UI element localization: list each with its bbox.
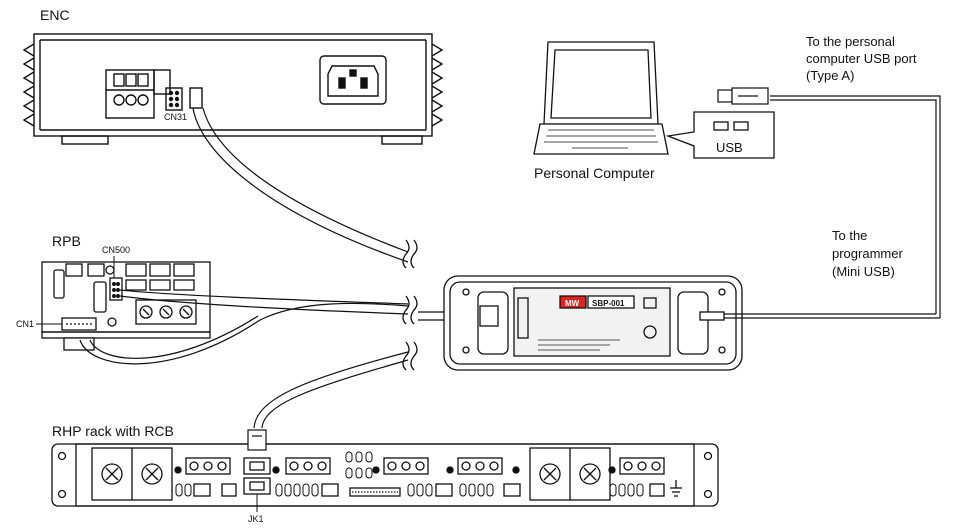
- rpb-cables: [79, 289, 409, 365]
- laptop: [533, 41, 669, 155]
- pc-usb-port-line1: To the personal: [806, 34, 895, 49]
- programmer-port-line1: To the: [832, 228, 867, 243]
- usb-cable: [724, 95, 941, 319]
- rack-dip-slots: [175, 451, 644, 497]
- sbp-brand-text: MW: [565, 299, 580, 308]
- programmer-port-annotation: To the programmer (Mini USB): [832, 228, 903, 279]
- rpb-label: RPB: [52, 233, 81, 249]
- rpb-board: [41, 261, 211, 351]
- personal-computer-label: Personal Computer: [534, 165, 655, 181]
- enc-fins-right: [431, 43, 444, 127]
- rhp-rack-label: RHP rack with RCB: [52, 423, 174, 439]
- jk1-ports: [243, 457, 271, 495]
- rack-small-terminals: [185, 457, 665, 475]
- pc-usb-port-annotation: To the personal computer USB port (Type …: [806, 34, 917, 83]
- pc-usb-port-line3: (Type A): [806, 68, 854, 83]
- ground-icon: [670, 480, 682, 497]
- cable-break-marks: [402, 239, 418, 371]
- jk1-label: JK1: [248, 514, 264, 524]
- cn31-plug: [189, 87, 203, 109]
- enc-terminal-block: [105, 69, 171, 119]
- cn500-label: CN500: [102, 245, 130, 255]
- cn31-connector: [165, 87, 183, 111]
- programmer-port-line2: programmer: [832, 246, 903, 261]
- pc-usb-port-line2: computer USB port: [806, 51, 917, 66]
- usb-callout-label: USB: [716, 140, 743, 155]
- sbp-fine-print: [538, 339, 620, 351]
- usb-port-callout: [665, 111, 775, 159]
- cn500-connector: [109, 277, 123, 301]
- jk1-plug: [247, 429, 267, 451]
- sbp-001-programmer: [443, 275, 743, 371]
- ac-inlet: [319, 55, 387, 105]
- sbp-model-text: SBP-001: [592, 299, 625, 308]
- cn31-label: CN31: [164, 112, 187, 122]
- enc-body: [33, 33, 433, 137]
- rhp-rack: [51, 443, 719, 507]
- enc-foot-right: [381, 135, 423, 145]
- programmer-port-line3: (Mini USB): [832, 264, 895, 279]
- enc-fins-left: [22, 43, 35, 127]
- enc-cable: [192, 107, 409, 263]
- usb-type-a-plug: [717, 87, 769, 105]
- enc-foot-left: [61, 135, 109, 145]
- enc-unit: [22, 33, 444, 145]
- cn1-label: CN1: [16, 319, 34, 329]
- enc-label: ENC: [40, 7, 70, 23]
- rhp-cable: [253, 351, 409, 429]
